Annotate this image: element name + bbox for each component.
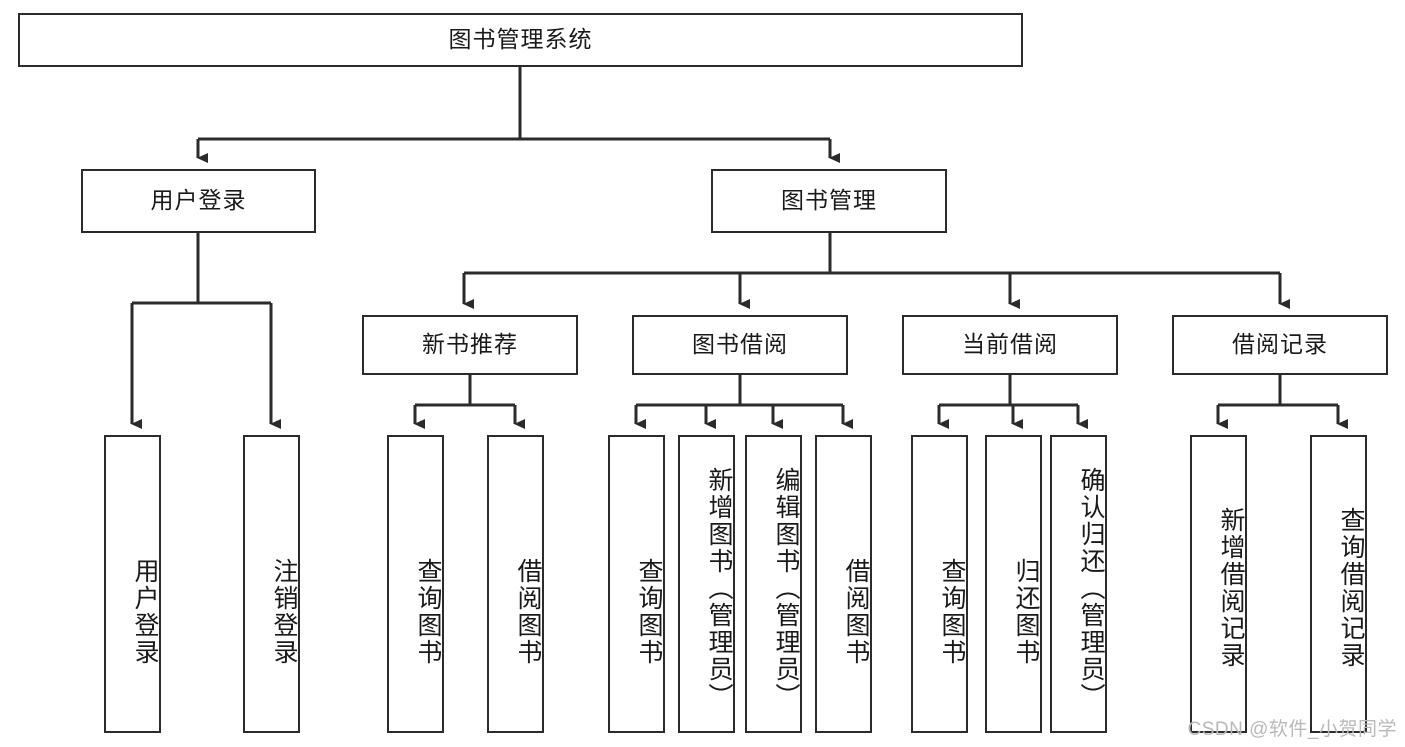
node-new-book-recommend-label: 新书推荐 <box>422 331 518 358</box>
leaf-label: 借阅图书 <box>514 558 542 666</box>
leaf-current-borrow-query-book[interactable]: 查询图书 <box>911 435 968 733</box>
leaf-book-borrow-edit-book-admin[interactable]: 编辑图书（管理员） <box>745 435 802 733</box>
leaf-label: 查询图书 <box>635 558 663 666</box>
leaf-label: 新增图书（管理员） <box>705 466 733 710</box>
node-borrow-record[interactable]: 借阅记录 <box>1172 315 1388 375</box>
leaf-label: 查询图书 <box>938 558 966 666</box>
leaf-label: 用户登录 <box>131 558 159 666</box>
leaf-book-borrow-borrow-book[interactable]: 借阅图书 <box>815 435 872 733</box>
node-new-book-recommend[interactable]: 新书推荐 <box>362 315 578 375</box>
leaf-label: 查询图书 <box>414 558 442 666</box>
leaf-book-borrow-add-book-admin[interactable]: 新增图书（管理员） <box>678 435 735 733</box>
node-user-login[interactable]: 用户登录 <box>81 169 316 233</box>
leaf-label: 确认归还（管理员） <box>1077 466 1105 710</box>
leaf-borrow-record-add-record[interactable]: 新增借阅记录 <box>1190 435 1247 733</box>
node-current-borrow-label: 当前借阅 <box>962 331 1058 358</box>
leaf-current-borrow-confirm-return-admin[interactable]: 确认归还（管理员） <box>1050 435 1107 733</box>
leaf-borrow-record-query-record[interactable]: 查询借阅记录 <box>1310 435 1367 733</box>
node-borrow-record-label: 借阅记录 <box>1232 331 1328 358</box>
leaf-current-borrow-return-book[interactable]: 归还图书 <box>985 435 1042 733</box>
node-root-book-management-system[interactable]: 图书管理系统 <box>18 13 1023 67</box>
leaf-user-login-logout[interactable]: 注销登录 <box>243 435 300 733</box>
node-current-borrow[interactable]: 当前借阅 <box>902 315 1118 375</box>
node-book-borrow[interactable]: 图书借阅 <box>632 315 848 375</box>
leaf-label: 新增借阅记录 <box>1217 507 1245 669</box>
leaf-label: 借阅图书 <box>842 558 870 666</box>
leaf-new-book-query-book[interactable]: 查询图书 <box>387 435 444 733</box>
leaf-label: 查询借阅记录 <box>1337 507 1365 669</box>
leaf-new-book-borrow-book[interactable]: 借阅图书 <box>487 435 544 733</box>
leaf-user-login-login[interactable]: 用户登录 <box>104 435 161 733</box>
csdn-watermark: CSDN @软件_小贺同学 <box>1187 719 1397 740</box>
node-book-borrow-label: 图书借阅 <box>692 331 788 358</box>
leaf-label: 编辑图书（管理员） <box>772 466 800 710</box>
node-book-management-label: 图书管理 <box>781 187 877 214</box>
leaf-book-borrow-query-book[interactable]: 查询图书 <box>608 435 665 733</box>
node-user-login-label: 用户登录 <box>150 187 247 214</box>
leaf-label: 注销登录 <box>270 558 298 666</box>
leaf-label: 归还图书 <box>1012 558 1040 666</box>
node-book-management[interactable]: 图书管理 <box>711 169 947 233</box>
node-root-label: 图书管理系统 <box>448 26 593 53</box>
